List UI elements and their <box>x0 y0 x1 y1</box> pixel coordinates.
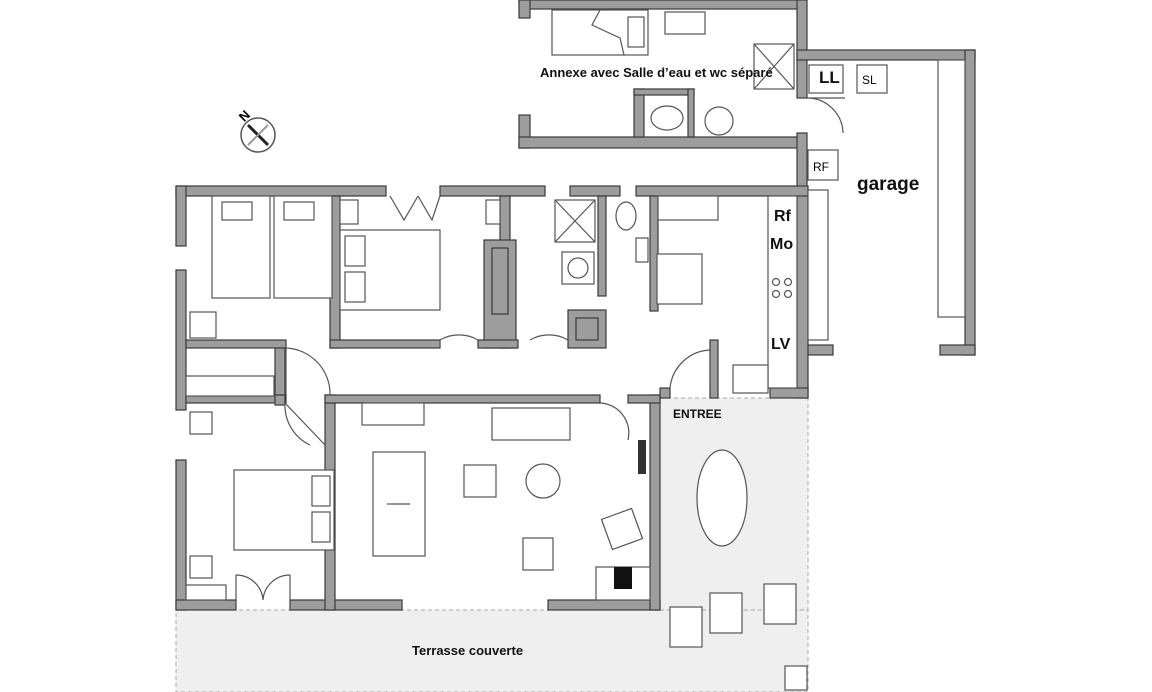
terrace-post <box>784 665 808 691</box>
lounger <box>669 606 703 648</box>
annexe-toilet <box>650 105 684 131</box>
sl-label: SL <box>862 73 877 87</box>
lounger <box>763 583 797 625</box>
armchair <box>600 507 644 551</box>
annexe-sink <box>704 106 734 136</box>
ll-label: LL <box>819 68 840 87</box>
kitchen-cabinet <box>657 195 719 221</box>
rf-kitchen-label: Rf <box>774 208 792 225</box>
tv <box>638 440 646 474</box>
kitchen-sink <box>732 364 769 394</box>
terrasse-label: Terrasse couverte <box>412 643 523 658</box>
garage-label: garage <box>857 174 919 195</box>
toilet <box>615 201 637 231</box>
mo-label: Mo <box>770 236 793 253</box>
covered-terrace-area <box>175 609 809 692</box>
lounger <box>709 592 743 634</box>
freezer-box <box>807 149 839 181</box>
furniture <box>185 9 966 648</box>
sofa <box>491 407 571 441</box>
annexe-label: Annexe avec Salle d’eau et wc séparé <box>540 65 773 80</box>
washing-machine-box <box>808 64 844 94</box>
armchair <box>522 537 554 571</box>
walls <box>175 0 976 611</box>
entree-label: ENTREE <box>673 407 722 421</box>
doors <box>235 97 845 610</box>
rf-garage-label: RF <box>813 160 829 174</box>
garage-shelf <box>937 59 966 318</box>
dryer-box <box>856 64 888 94</box>
armchair <box>463 464 497 498</box>
terrace-table <box>696 449 748 547</box>
sideboard <box>361 402 425 426</box>
north-compass-icon: N <box>236 107 276 153</box>
lv-label: LV <box>771 336 791 353</box>
annexe-desk <box>664 11 706 35</box>
coffee-table <box>525 463 561 499</box>
kitchen-counter <box>767 195 798 389</box>
kitchen-table <box>656 253 703 305</box>
